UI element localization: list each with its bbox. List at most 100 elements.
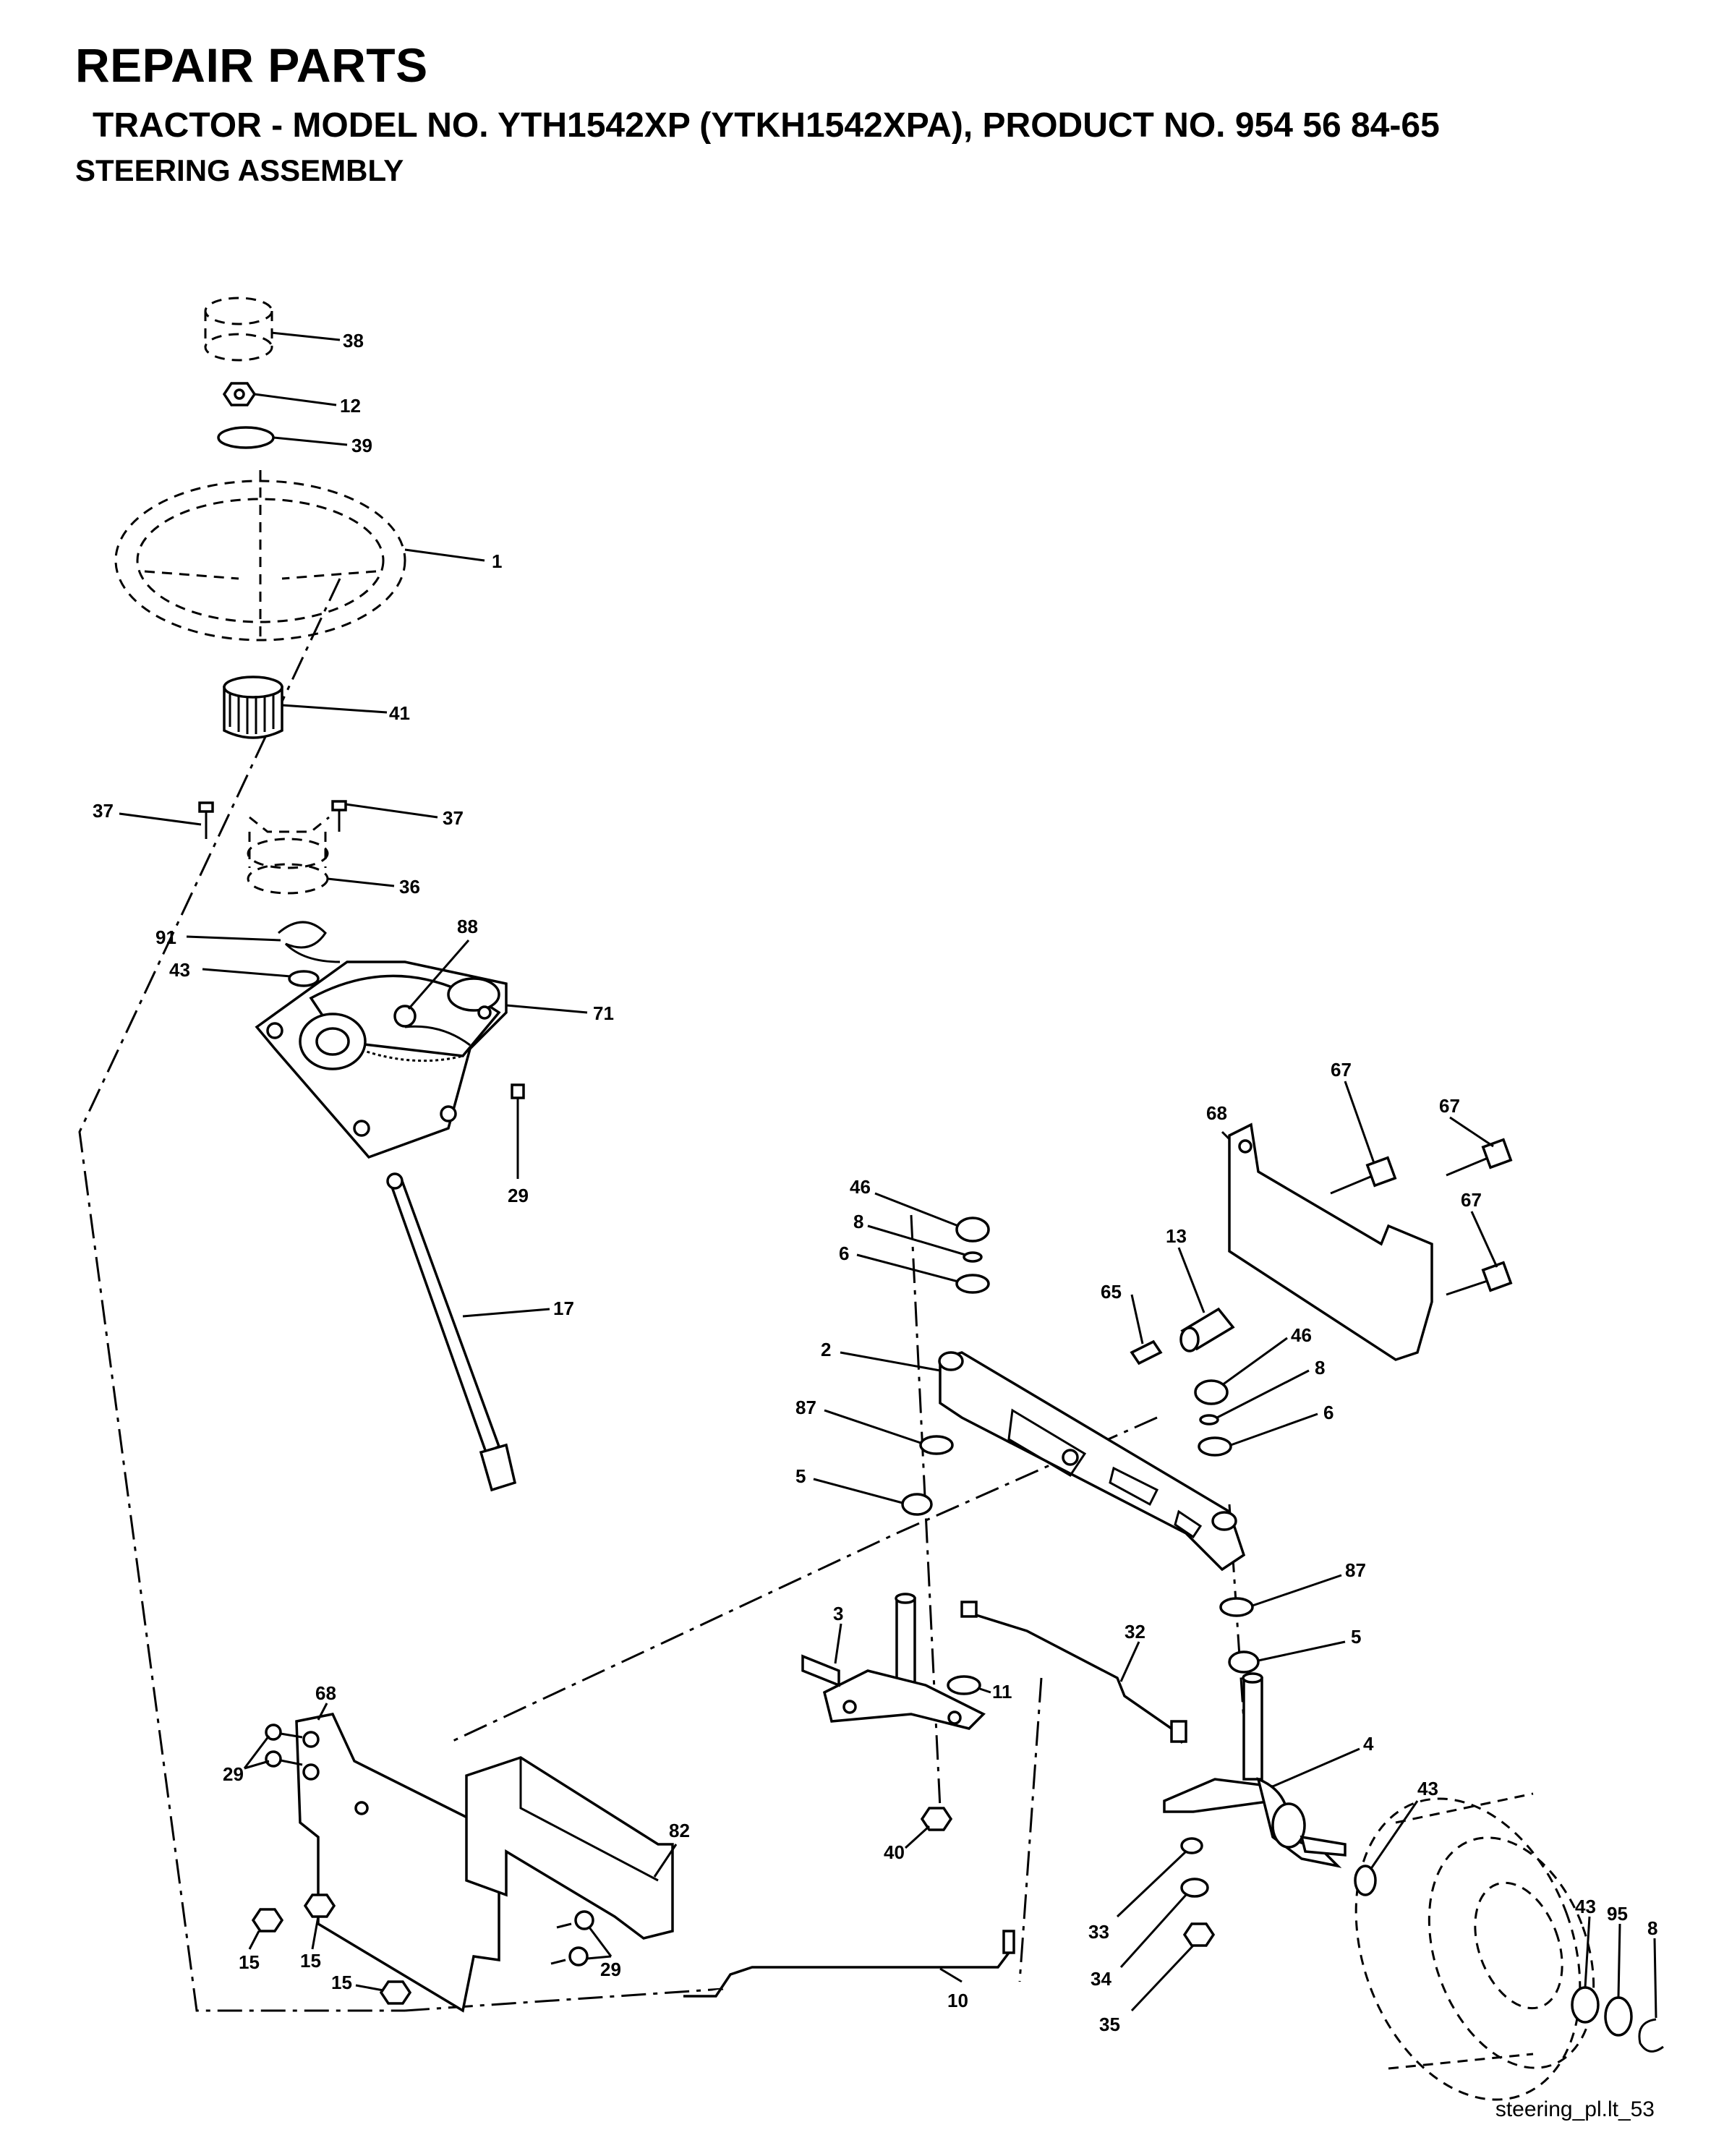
leader-87a [824, 1409, 921, 1444]
callout-15b: 15 [300, 1950, 321, 1972]
callout-68b: 68 [315, 1682, 336, 1704]
callout-87a: 87 [795, 1397, 816, 1418]
callout-33: 33 [1088, 1921, 1109, 1943]
callout-82: 82 [669, 1820, 690, 1841]
leader-68a [1221, 1130, 1231, 1141]
callout-43a: 43 [169, 959, 190, 981]
drag-link-32-icon [960, 1601, 1187, 1744]
nut-15-a-icon [251, 1908, 284, 1933]
callout-4: 4 [1363, 1733, 1374, 1755]
washer-6-top-icon [955, 1274, 990, 1294]
callout-91: 91 [155, 926, 176, 948]
cap-38-icon [204, 297, 273, 362]
washer-39-icon [217, 426, 275, 449]
callout-39: 39 [351, 435, 372, 456]
callout-29a: 29 [508, 1185, 529, 1206]
leader-41 [281, 704, 388, 714]
leader-11 [979, 1687, 991, 1694]
washer-6-right-icon [1198, 1436, 1232, 1457]
callout-8b: 8 [1315, 1357, 1325, 1379]
callout-71: 71 [593, 1002, 614, 1024]
front-tire-icon [1354, 1792, 1595, 2101]
leader-32 [1119, 1641, 1140, 1682]
leader-2 [840, 1351, 941, 1372]
leader-35 [1130, 1944, 1195, 2012]
callout-8a: 8 [853, 1211, 863, 1232]
leader-91 [186, 935, 281, 942]
callout-41: 41 [389, 702, 410, 724]
leader-6b [1230, 1413, 1318, 1446]
leader-67a [1344, 1081, 1375, 1164]
leader-38 [270, 331, 341, 341]
ring-8-hub-icon [1638, 2018, 1664, 2053]
leader-15c [355, 1984, 384, 1992]
ring-8-top-icon [963, 1251, 983, 1263]
leader-3 [834, 1623, 842, 1664]
leader-95 [1617, 1923, 1621, 1998]
leader-13 [1177, 1247, 1205, 1313]
nut-15-b-icon [303, 1893, 336, 1918]
callout-43b: 43 [1417, 1778, 1438, 1799]
callout-95: 95 [1607, 1903, 1628, 1925]
leader-82 [653, 1844, 678, 1878]
callout-37b: 37 [443, 807, 464, 829]
washer-5-right-icon [1228, 1650, 1260, 1674]
leader-10 [939, 1967, 963, 1983]
tie-rod-10-icon [683, 1930, 1015, 1998]
leader-71 [505, 1004, 588, 1014]
assembly-line-cross [448, 1416, 1158, 1744]
bolt-67-a-icon [1330, 1156, 1397, 1195]
leader-6a [856, 1253, 959, 1283]
leader-34 [1119, 1893, 1187, 1969]
callout-88: 88 [457, 916, 478, 937]
callout-67b: 67 [1439, 1095, 1460, 1117]
assembly-line-left [78, 578, 405, 2012]
callout-38: 38 [343, 330, 364, 351]
washer-33-icon [1180, 1837, 1203, 1854]
leader-43a [202, 968, 291, 978]
model-subtitle: TRACTOR - MODEL NO. YTH1542XP (YTKH1542X… [93, 106, 1440, 145]
callout-17: 17 [553, 1298, 574, 1319]
callout-29b: 29 [223, 1763, 244, 1785]
callout-68a: 68 [1206, 1102, 1227, 1124]
callout-37a: 37 [93, 800, 114, 822]
drawing-id: steering_pl.lt_53 [1495, 2097, 1655, 2121]
washer-43-hub-icon [1354, 1865, 1377, 1896]
callout-2: 2 [821, 1339, 831, 1360]
leader-67b [1449, 1116, 1494, 1148]
hub-41-icon [223, 676, 283, 739]
washer-87-left-icon [919, 1435, 954, 1455]
section-title: STEERING ASSEMBLY [75, 153, 404, 187]
nut-35-icon [1182, 1922, 1216, 1947]
leader-4 [1272, 1747, 1360, 1788]
leader-67c [1470, 1211, 1498, 1268]
leader-43b [1369, 1800, 1419, 1870]
washer-34-icon [1180, 1878, 1209, 1898]
washer-87-right-icon [1219, 1597, 1254, 1617]
leader-5b [1258, 1640, 1346, 1662]
leader-65 [1130, 1294, 1144, 1345]
leader-17 [462, 1308, 550, 1318]
bolt-37-right-icon [331, 800, 347, 832]
callout-29c: 29 [600, 1959, 621, 1980]
bolt-29-bracket-b-icon [550, 1946, 589, 1967]
callout-36: 36 [399, 876, 420, 898]
leader-8a [867, 1224, 966, 1256]
steering-wheel-1-icon [114, 470, 406, 642]
callout-34: 34 [1091, 1968, 1111, 1990]
bolt-29-lower-b-icon [265, 1750, 303, 1768]
leader-15a [248, 1930, 260, 1950]
leader-43c [1584, 1916, 1591, 1988]
leader-29b [243, 1735, 270, 1770]
assembly-line-drag [1018, 1677, 1043, 1982]
callout-67c: 67 [1461, 1189, 1482, 1211]
leader-39 [273, 436, 348, 446]
bolt-67-c-icon [1446, 1261, 1513, 1296]
bracket-68-top-icon [1228, 1122, 1433, 1361]
washer-95-icon [1604, 1996, 1633, 2037]
pivot-sleeve-13-icon [1179, 1307, 1235, 1352]
pivot-pin-65-icon [1130, 1339, 1163, 1365]
leader-88 [407, 939, 470, 1010]
callout-46b: 46 [1291, 1324, 1312, 1346]
